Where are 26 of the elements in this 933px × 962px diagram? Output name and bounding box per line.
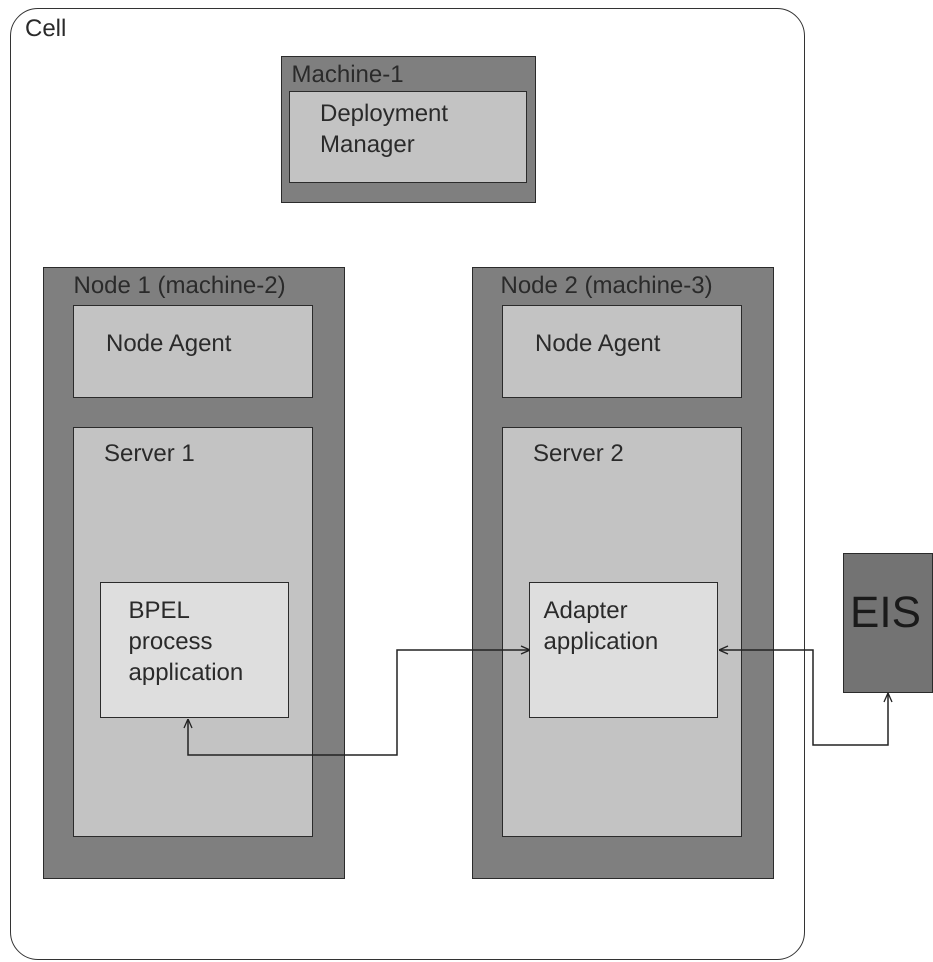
machine-box: [472, 266, 774, 878]
box-label: Node 1 (machine-2): [74, 270, 286, 300]
component-box: [502, 427, 742, 837]
component-box: [289, 91, 527, 183]
cell-container: [10, 8, 805, 960]
box-label: Node Agent: [106, 329, 232, 359]
box-label: Server 2: [533, 439, 624, 469]
box-label: Adapter application: [544, 596, 660, 657]
box-label: Machine-1: [292, 60, 404, 90]
application-box: [528, 582, 718, 718]
box-label: Cell: [25, 14, 66, 44]
external-system-box: [843, 553, 933, 693]
box-label: Server 1: [104, 439, 195, 469]
component-box: [502, 305, 742, 398]
machine-box: [42, 266, 344, 878]
component-box: [73, 305, 313, 398]
component-box: [73, 427, 313, 837]
box-label: Node 2 (machine-3): [500, 270, 713, 300]
box-label: Node Agent: [535, 329, 660, 359]
box-label: BPEL process application: [128, 596, 244, 688]
connector-arrow: [718, 645, 893, 746]
connector-arrow: [183, 645, 531, 756]
application-box: [100, 582, 288, 718]
machine-box: [280, 56, 536, 202]
box-label: EIS: [850, 587, 921, 639]
box-label: Deployment Manager: [320, 99, 450, 160]
